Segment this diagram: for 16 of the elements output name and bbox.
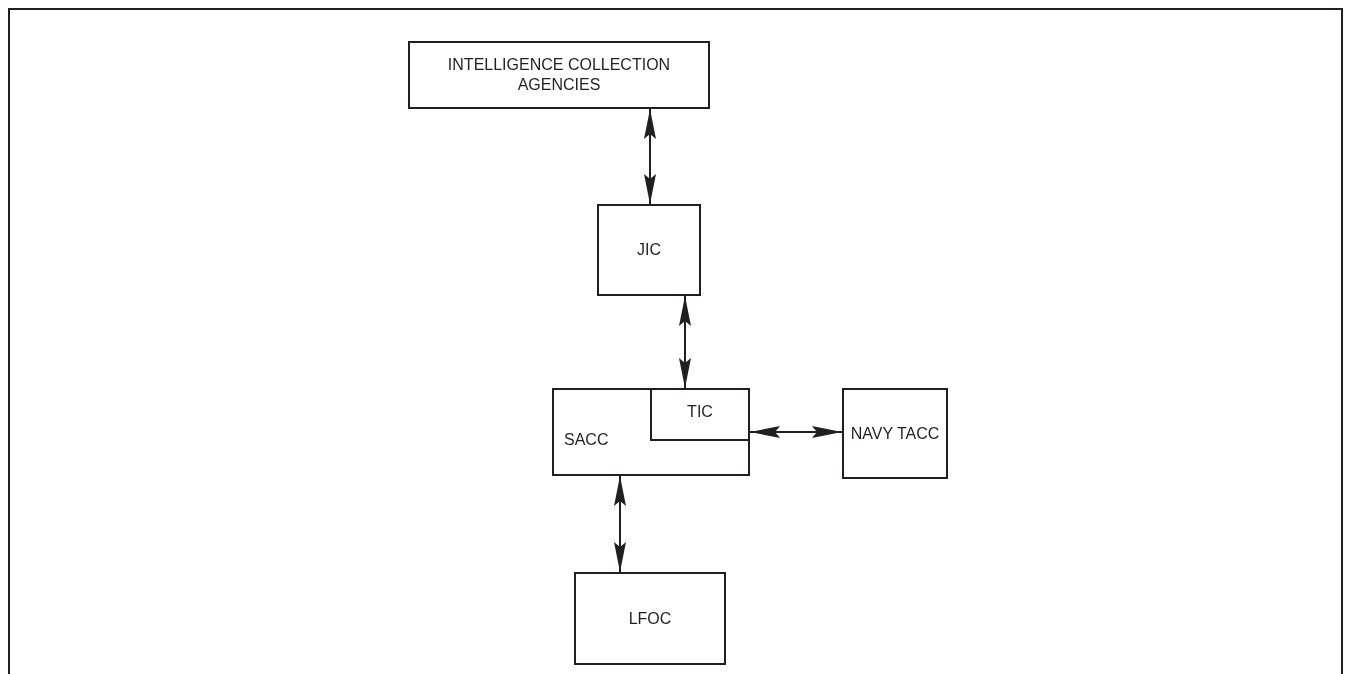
box-label: INTELLIGENCE COLLECTION AGENCIES <box>446 55 672 95</box>
box-label: SACC <box>564 430 609 450</box>
box-label: NAVY TACC <box>850 423 940 444</box>
process-box <box>408 41 710 109</box>
double-arrow <box>749 426 843 438</box>
double-arrow <box>644 108 656 205</box>
process-box <box>597 204 701 296</box>
box-label: JIC <box>637 240 661 260</box>
process-box <box>574 572 726 665</box>
box-label: LFOC <box>628 608 672 629</box>
process-box <box>552 388 750 476</box>
double-arrow <box>614 475 626 573</box>
process-box <box>842 388 948 479</box>
process-box <box>650 388 750 441</box>
double-arrow <box>679 295 691 389</box>
box-label: TIC <box>687 402 713 422</box>
